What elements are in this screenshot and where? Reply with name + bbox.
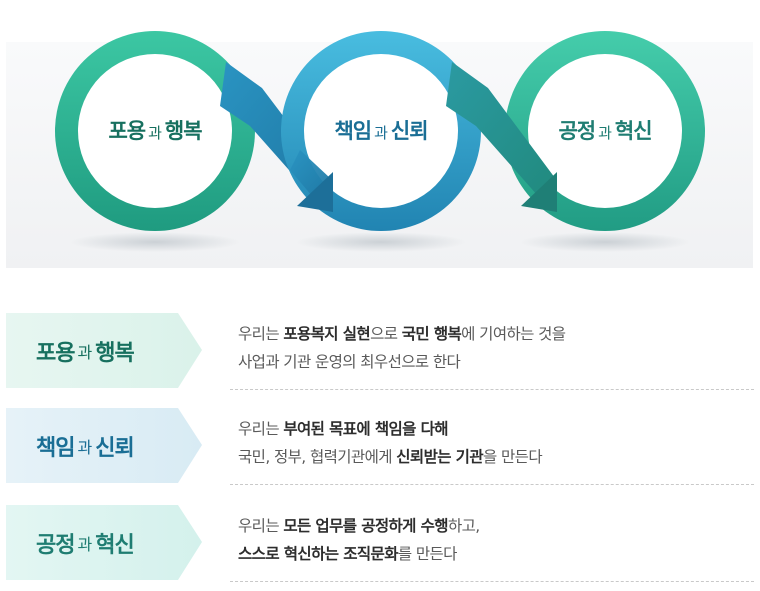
description-text: 를 만든다 <box>398 545 457 563</box>
description-text: 우리는 <box>238 420 283 438</box>
row-divider <box>230 581 754 582</box>
values-diagram <box>0 0 760 300</box>
circle-shadow-1 <box>70 232 240 252</box>
emphasized-text: 부여된 목표에 책임을 다해 <box>283 420 448 438</box>
value-description: 우리는 모든 업무를 공정하게 수행하고, 스스로 혁신하는 조직문화를 만든다 <box>238 512 480 568</box>
circle-shadow-3 <box>520 232 690 252</box>
description-text: 우리는 <box>238 325 283 343</box>
description-line-1: 우리는 모든 업무를 공정하게 수행하고, <box>238 512 480 540</box>
row-divider <box>230 389 754 390</box>
description-text: 을 만든다 <box>483 448 542 466</box>
description-text: 우리는 <box>238 517 283 535</box>
emphasized-text: 모든 업무를 공정하게 수행 <box>283 517 448 535</box>
emphasized-text: 스스로 혁신하는 조직문화 <box>238 545 398 563</box>
description-text: 국민, 정부, 협력기관에게 <box>238 448 396 466</box>
row-divider <box>230 484 754 485</box>
value-description: 우리는 포용복지 실현으로 국민 행복에 기여하는 것을 사업과 기관 운영의 … <box>238 320 565 376</box>
description-line-1: 우리는 부여된 목표에 책임을 다해 <box>238 415 542 443</box>
emphasized-text: 신뢰받는 기관 <box>396 448 483 466</box>
description-line-1: 우리는 포용복지 실현으로 국민 행복에 기여하는 것을 <box>238 320 565 348</box>
description-text: 하고, <box>448 517 480 535</box>
value-description: 우리는 부여된 목표에 책임을 다해 국민, 정부, 협력기관에게 신뢰받는 기… <box>238 415 542 471</box>
description-line-2: 사업과 기관 운영의 최우선으로 한다 <box>238 348 565 376</box>
emphasized-text: 포용복지 실현 <box>283 325 370 343</box>
description-line-2: 국민, 정부, 협력기관에게 신뢰받는 기관을 만든다 <box>238 443 542 471</box>
circle-shadow-2 <box>296 232 466 252</box>
description-text: 사업과 기관 운영의 최우선으로 한다 <box>238 353 460 371</box>
description-line-2: 스스로 혁신하는 조직문화를 만든다 <box>238 540 480 568</box>
emphasized-text: 국민 행복 <box>402 325 461 343</box>
description-text: 으로 <box>370 325 402 343</box>
description-text: 에 기여하는 것을 <box>461 325 565 343</box>
